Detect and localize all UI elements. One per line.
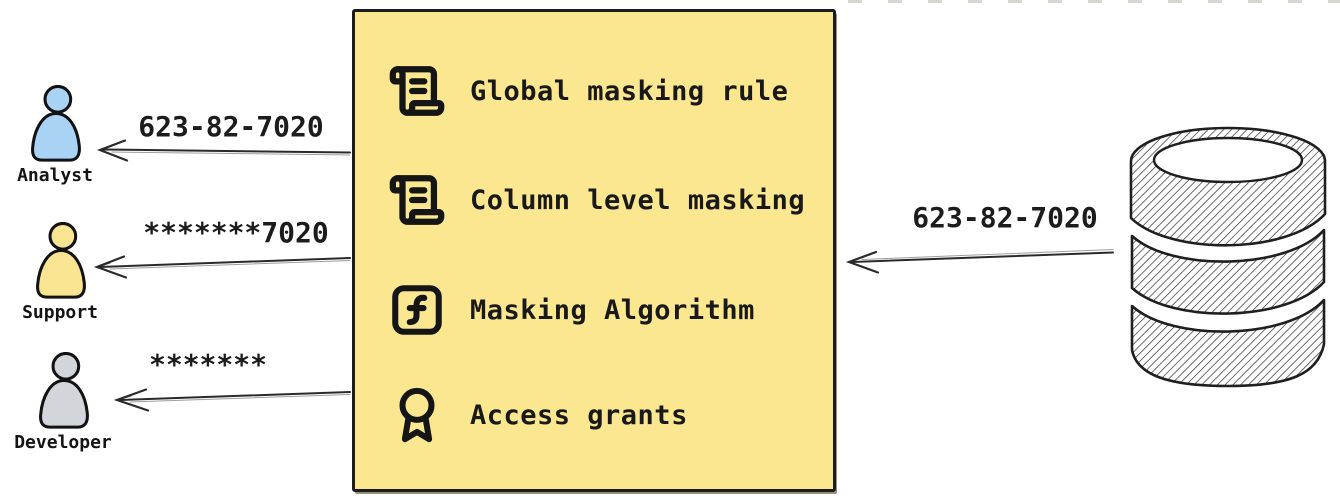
- scroll-icon: [389, 66, 445, 116]
- scroll-icon: [389, 175, 445, 225]
- masking-box: Global masking rule Column level masking…: [352, 9, 836, 492]
- person-icon: [36, 222, 86, 299]
- persona-label: Analyst: [17, 165, 93, 186]
- persona-label: Developer: [14, 432, 112, 453]
- flow-value-database: 623-82-7020: [912, 201, 1098, 234]
- box-item-label: Masking Algorithm: [470, 294, 755, 326]
- persona-label: Support: [22, 302, 98, 323]
- flow-value-developer: *******: [148, 348, 267, 381]
- arrow-db-to-box: [845, 249, 1114, 274]
- box-row-access-grants: Access grants: [388, 386, 688, 444]
- box-row-global-masking-rule: Global masking rule: [388, 62, 788, 120]
- function-square-icon: [392, 285, 442, 335]
- canvas-edge-dashes: [848, 0, 1340, 3]
- arrow-box-to-support: [93, 255, 351, 279]
- database-icon: [1122, 114, 1334, 400]
- award-icon: [399, 387, 435, 443]
- box-item-label: Global masking rule: [470, 75, 789, 107]
- persona-analyst: Analyst: [0, 85, 110, 186]
- persona-developer: Developer: [8, 352, 118, 453]
- persona-support: Support: [5, 222, 115, 323]
- box-row-masking-algorithm: Masking Algorithm: [388, 281, 755, 339]
- arrow-box-to-analyst: [96, 139, 351, 162]
- box-row-column-level-masking: Column level masking: [388, 171, 805, 229]
- person-icon: [39, 352, 89, 429]
- flow-value-support: *******7020: [143, 216, 329, 249]
- box-item-label: Access grants: [470, 399, 688, 431]
- arrow-box-to-developer: [113, 388, 351, 412]
- flow-value-analyst: 623-82-7020: [138, 110, 324, 143]
- box-item-label: Column level masking: [470, 184, 806, 216]
- person-icon: [31, 85, 81, 162]
